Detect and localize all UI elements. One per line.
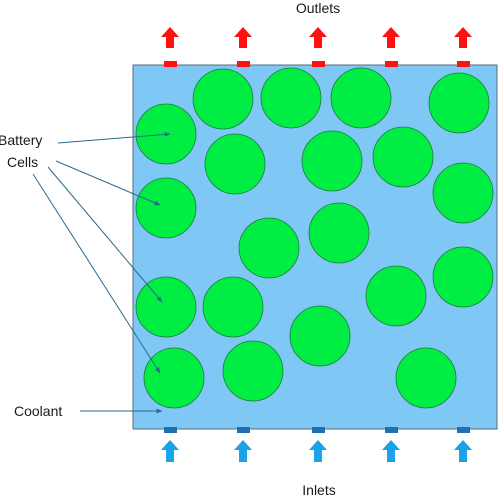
outlet-arrow-5 [454,27,472,48]
outlet-arrow-4 [382,27,400,48]
battery-cell [135,276,197,338]
outlet-port-2 [237,61,250,67]
outlet-arrows [161,27,472,48]
inlet-port-4 [385,427,398,433]
inlet-port-2 [237,427,250,433]
battery-cell [143,347,205,409]
battery-cell [432,246,494,308]
battery-cell [222,340,284,402]
battery-cell [428,72,490,134]
inlet-arrow-1 [161,440,179,462]
outlet-port-4 [385,61,398,67]
outlet-arrow-3 [309,27,327,48]
battery-cell [432,162,494,224]
battery-cells-label-line1: Battery [0,132,42,148]
battery-cell [395,347,457,409]
battery-cell [204,133,266,195]
inlet-arrow-5 [454,440,472,462]
battery-cell [135,177,197,239]
inlets-label: Inlets [302,482,335,496]
outlet-arrow-1 [161,27,179,48]
battery-cells-label-line2: Cells [7,154,38,170]
inlet-port-3 [312,427,325,433]
inlet-port-5 [457,427,470,433]
pointer-line [55,160,161,206]
outlet-port-3 [312,61,325,67]
battery-cell [260,67,322,129]
inlet-arrow-3 [309,440,327,462]
outlet-port-1 [164,61,177,67]
inlet-port-1 [164,427,177,433]
inlet-ports [164,427,470,433]
outlet-port-5 [457,61,470,67]
pointer-lines [32,132,171,414]
battery-cell [192,68,254,130]
battery-cell [301,130,363,192]
inlet-arrow-4 [382,440,400,462]
battery-cell [308,202,370,264]
outlet-ports [164,61,470,67]
battery-cell [202,276,264,338]
pointer-line [57,132,171,144]
battery-cells [135,67,494,409]
inlet-arrow-2 [234,440,252,462]
inlet-arrows [161,440,472,462]
battery-cell [238,217,300,279]
battery-cell [372,126,434,188]
pointer-line [32,173,161,374]
battery-cell [289,305,351,367]
outlets-label: Outlets [296,0,340,16]
battery-cell [365,265,427,327]
coolant-label: Coolant [14,403,62,419]
battery-cell [330,67,392,129]
pointer-line [47,166,163,303]
outlet-arrow-2 [234,27,252,48]
